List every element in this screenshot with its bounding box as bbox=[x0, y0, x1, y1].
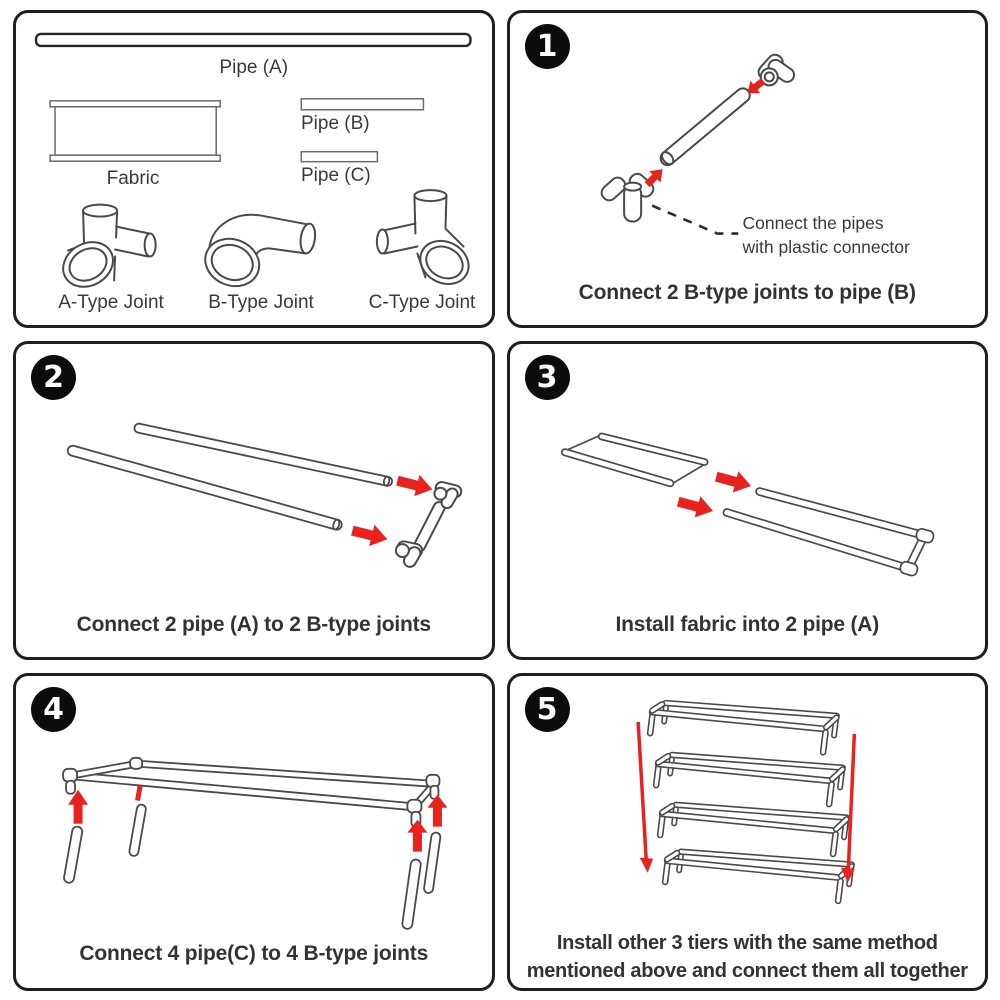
step-1-diagram bbox=[600, 53, 795, 235]
tier-1-shape bbox=[646, 699, 841, 756]
step-1-panel: 1 Connect the pipes bbox=[506, 10, 988, 329]
annotation-line-2: with plastic connector bbox=[742, 237, 910, 257]
tier-2-shape bbox=[652, 751, 847, 808]
c-type-joint-shape bbox=[375, 189, 470, 285]
red-arrow-icon bbox=[644, 169, 663, 188]
pipe-b-shape bbox=[659, 87, 751, 167]
step-3-caption: Install fabric into 2 pipe (A) bbox=[615, 612, 880, 636]
a-type-joint-shape bbox=[62, 203, 157, 288]
step-2-diagram bbox=[66, 423, 463, 569]
red-arrow-icon bbox=[427, 794, 448, 827]
pipe-a-label: Pipe (A) bbox=[219, 57, 289, 78]
two-pipe-frame-shape bbox=[722, 487, 934, 577]
b-type-joint-shape bbox=[204, 213, 317, 288]
b-type-joint-label: B-Type Joint bbox=[208, 292, 314, 313]
pipe-b-label: Pipe (B) bbox=[301, 113, 370, 134]
pipe-c-label: Pipe (C) bbox=[301, 165, 371, 186]
step-4-diagram bbox=[62, 756, 448, 930]
fabric-shape bbox=[49, 100, 221, 162]
b-joint-top-shape bbox=[757, 53, 795, 87]
tier-frame-shape bbox=[62, 756, 442, 930]
joined-b-pipe-with-joints-shape bbox=[394, 481, 463, 569]
parts-diagram bbox=[34, 32, 472, 288]
pipe-a-lower-shape bbox=[66, 445, 343, 531]
red-arrow-icon bbox=[746, 78, 765, 94]
step-1-annotation: Connect the pipes with plastic connector bbox=[743, 211, 910, 259]
dashed-pointer-line bbox=[651, 204, 738, 235]
step-1-caption: Connect 2 B-type joints to pipe (B) bbox=[578, 281, 916, 305]
step-5-diagram bbox=[635, 699, 856, 905]
step-3-number-badge: 3 bbox=[524, 355, 570, 401]
pipe-b-shape bbox=[300, 98, 425, 111]
red-arrow-icon bbox=[676, 496, 713, 518]
red-arrow-icon bbox=[714, 471, 751, 493]
pipe-c-shape bbox=[300, 150, 379, 163]
step-5-caption-line-1: Install other 3 tiers with the same meth… bbox=[556, 932, 938, 954]
step-4-number-badge: 4 bbox=[31, 686, 76, 732]
step-4-panel: 4 Connect bbox=[13, 672, 495, 991]
fabric-sheet-shape bbox=[560, 432, 708, 488]
red-arrow-icon bbox=[135, 784, 143, 801]
tier-4-shape bbox=[661, 848, 856, 905]
step-5-caption-line-2: mentioned above and connect them all tog… bbox=[526, 960, 968, 982]
red-arrow-icon bbox=[68, 789, 89, 824]
step-2-caption: Connect 2 pipe (A) to 2 B-type joints bbox=[76, 612, 431, 636]
tier-3-shape bbox=[656, 801, 851, 858]
step-4-caption: Connect 4 pipe(C) to 4 B-type joints bbox=[79, 942, 429, 965]
step-5-panel: 5 bbox=[506, 672, 988, 991]
step-2-panel: 2 bbox=[13, 341, 495, 660]
step-5-number-badge: 5 bbox=[524, 686, 570, 732]
parts-panel: Pipe (A) Fabric Pipe (B) Pipe (C) A-Type… bbox=[13, 10, 495, 329]
red-arrow-icon bbox=[407, 819, 428, 852]
b-joint-bottom-shape bbox=[600, 172, 654, 223]
red-down-arrow-icon bbox=[840, 733, 856, 883]
step-3-panel: 3 Install fabric into 2 pipe (A) bbox=[506, 341, 988, 660]
pipe-a-shape bbox=[34, 32, 472, 48]
red-arrow-icon bbox=[351, 525, 388, 547]
a-type-joint-label: A-Type Joint bbox=[58, 292, 164, 313]
red-down-arrow-icon bbox=[635, 721, 653, 873]
c-type-joint-label: C-Type Joint bbox=[368, 292, 476, 313]
step-3-diagram bbox=[560, 432, 934, 577]
step-2-number-badge: 2 bbox=[31, 355, 76, 401]
pipe-a-upper-shape bbox=[133, 423, 393, 488]
step-1-number-badge: 1 bbox=[524, 24, 570, 69]
step-5-caption: Install other 3 tiers with the same meth… bbox=[510, 929, 986, 985]
fabric-label: Fabric bbox=[106, 168, 160, 189]
annotation-line-1: Connect the pipes bbox=[742, 213, 884, 233]
red-arrow-icon bbox=[396, 475, 433, 497]
